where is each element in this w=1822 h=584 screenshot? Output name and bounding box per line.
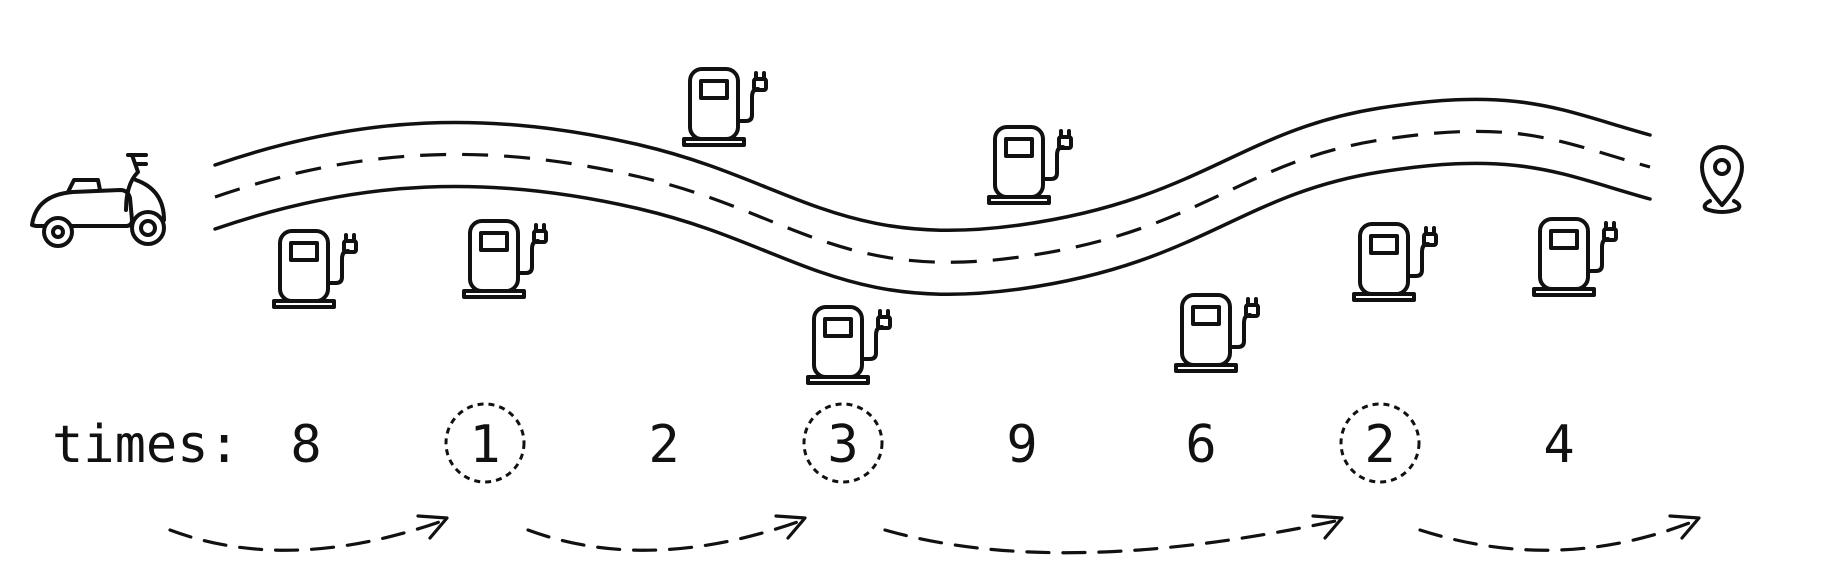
selected-stop-ring: [802, 402, 884, 484]
time-value: 2: [648, 415, 679, 475]
jump-arrow-4: [1418, 518, 1699, 552]
charging-station-icon: [806, 305, 892, 385]
charging-station-icon: [1532, 217, 1618, 297]
selected-stop-ring: [444, 402, 526, 484]
time-value: 8: [290, 415, 321, 475]
charging-station-icon: [987, 125, 1073, 205]
road-edge-top: [213, 97, 1652, 233]
time-value: 4: [1543, 415, 1574, 475]
time-value: 2: [1364, 415, 1395, 475]
charging-station-icon: [272, 229, 358, 309]
arrowhead: [1668, 514, 1701, 540]
charging-station-icon: [1174, 293, 1260, 373]
time-value: 3: [827, 415, 858, 475]
times-row: 8 1 2 3 9 6 2 4: [290, 402, 1575, 484]
times-label: times:: [52, 415, 240, 475]
scooter-icon: [30, 153, 166, 248]
charging-station-icon: [682, 67, 768, 147]
road-center-line: [214, 129, 1651, 264]
road-edge-bottom: [213, 161, 1652, 297]
arrowhead: [774, 514, 807, 540]
jump-arrow-1: [168, 518, 447, 552]
road: [213, 97, 1652, 297]
jump-arrows: [168, 514, 1701, 555]
time-value: 9: [1006, 415, 1037, 475]
jump-arrow-3: [883, 518, 1342, 555]
jump-arrow-2: [526, 518, 805, 552]
selected-stop-ring: [1339, 402, 1421, 484]
time-value: 1: [469, 415, 500, 475]
charging-station-icon: [1352, 222, 1438, 302]
charging-station-icon: [462, 219, 548, 299]
time-value: 6: [1185, 415, 1216, 475]
location-pin-icon: [1700, 145, 1744, 214]
arrowhead: [416, 514, 449, 540]
arrowhead: [1311, 514, 1344, 540]
